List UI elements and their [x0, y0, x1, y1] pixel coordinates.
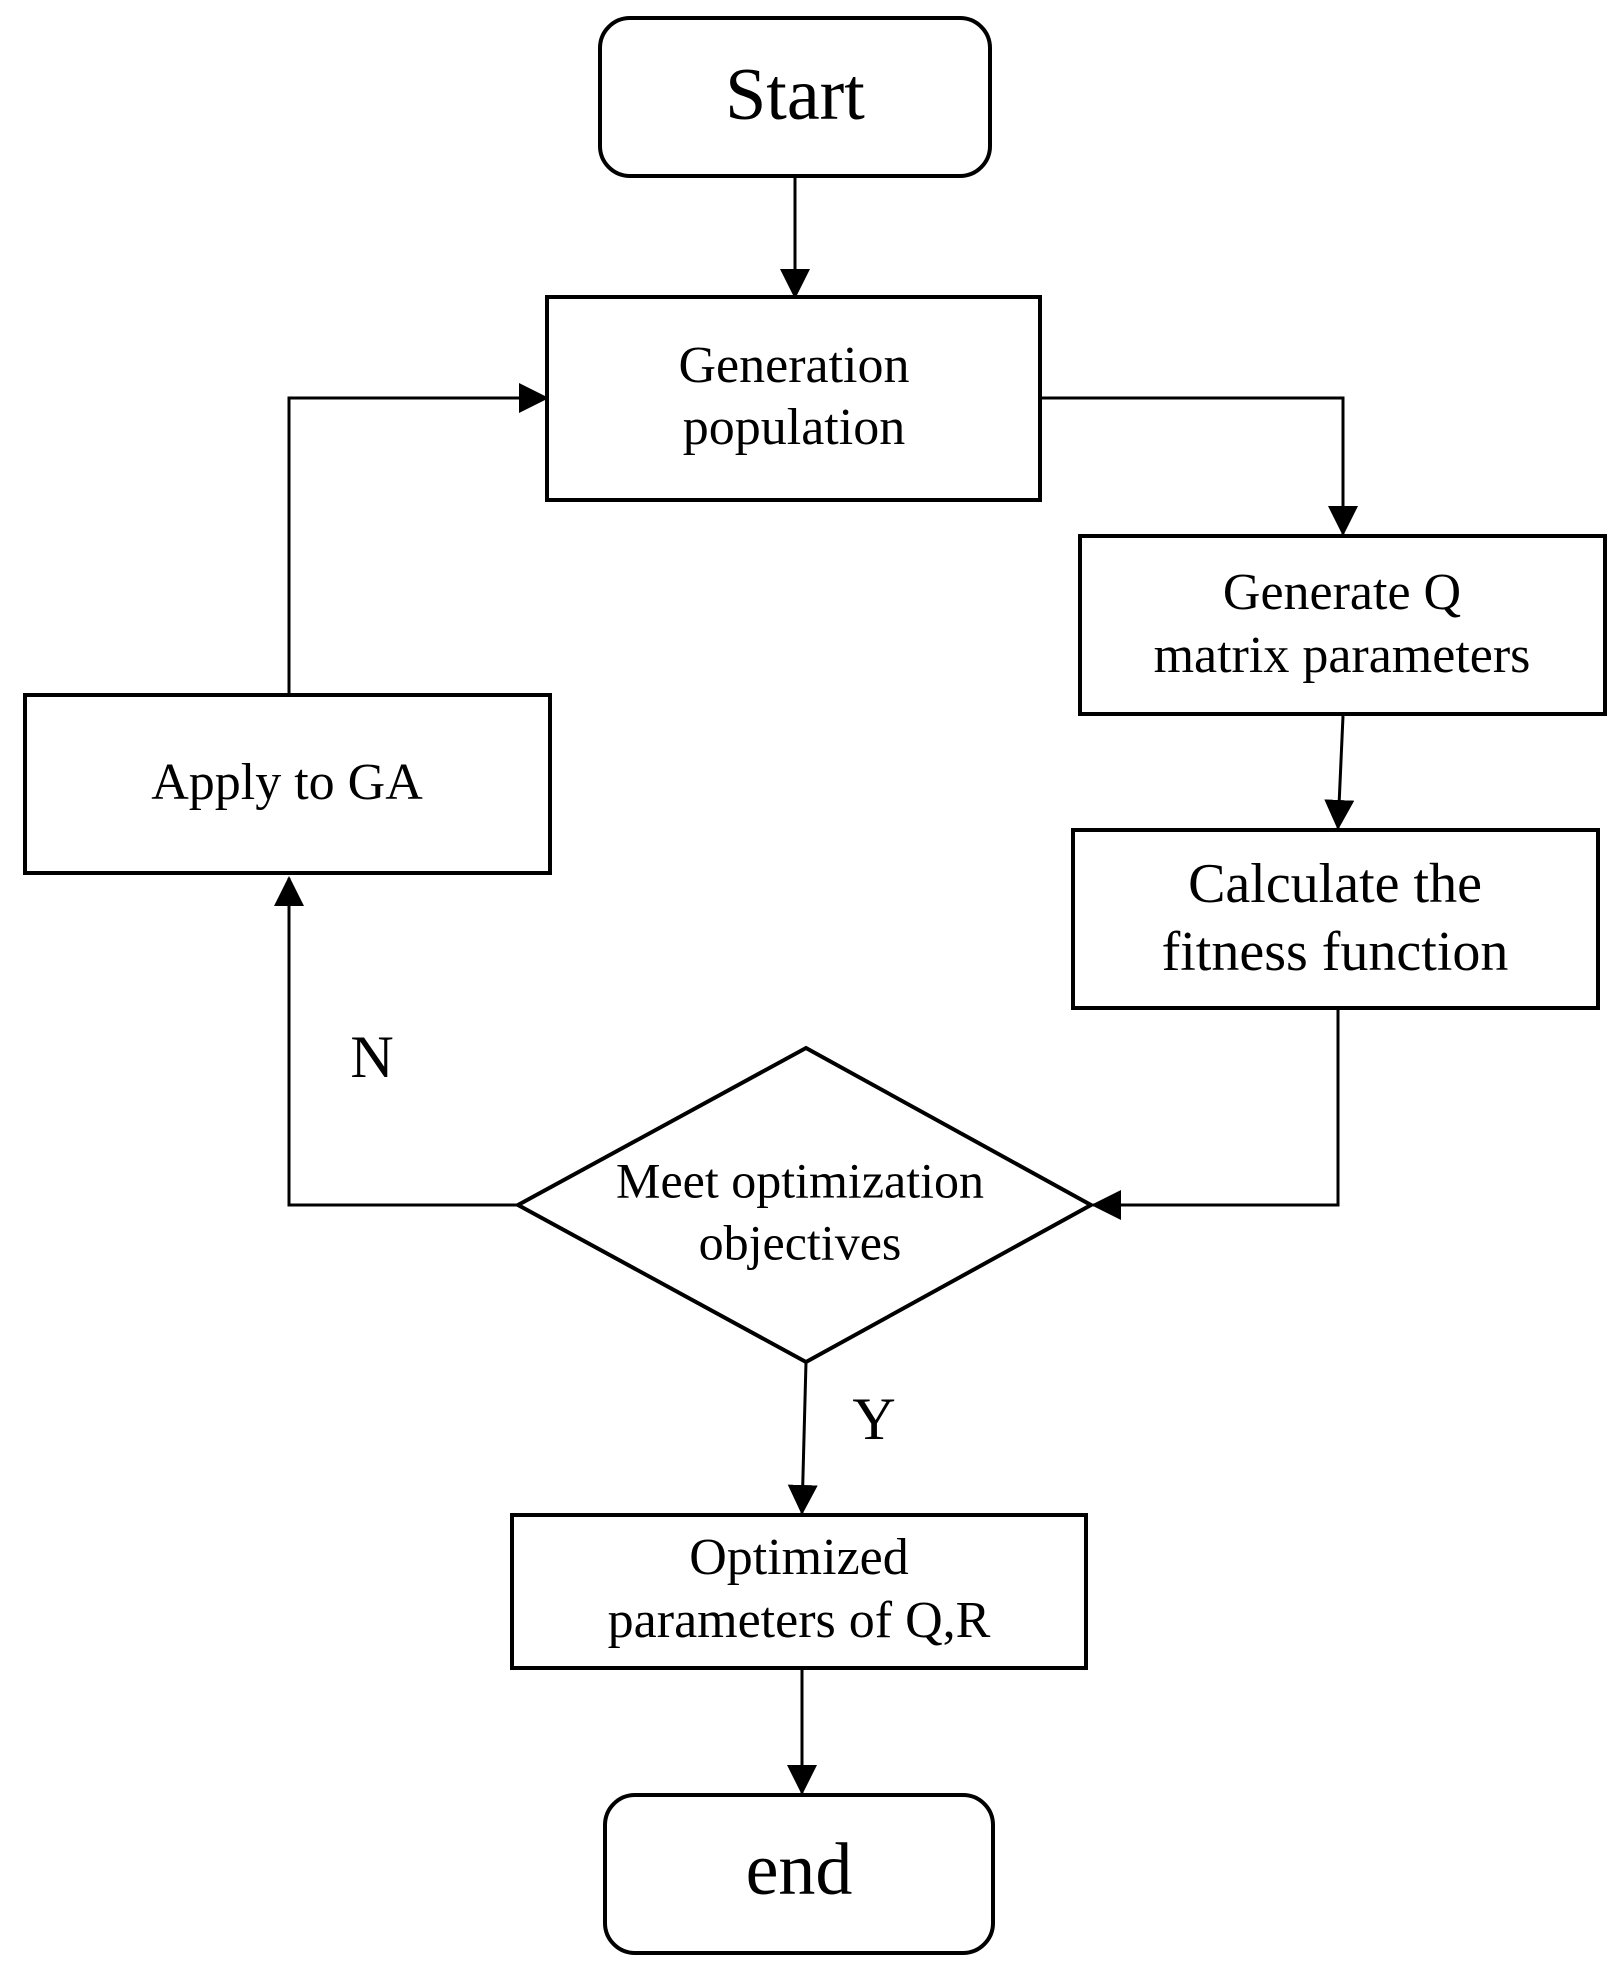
- start-node: Start: [598, 16, 992, 178]
- decision-line1: Meet optimization: [616, 1152, 984, 1208]
- arrow-decision-to-apply-ga: [274, 876, 518, 1207]
- branch-label-yes: Y: [852, 1386, 895, 1452]
- generate-q-node: Generate Q matrix parameters: [1078, 534, 1607, 716]
- optimized-line1: Optimized: [689, 1529, 909, 1586]
- apply-ga-label: Apply to GA: [151, 754, 423, 811]
- optimized-line2: parameters of Q,R: [608, 1592, 991, 1649]
- branch-label-no: N: [350, 1024, 393, 1090]
- arrow-decision-to-optimized: [787, 1361, 818, 1515]
- arrow-apply-ga-to-generation: [287, 383, 549, 695]
- fitness-function-node: Calculate the fitness function: [1071, 828, 1600, 1010]
- generate-q-line1: Generate Q: [1223, 564, 1461, 621]
- decision-node: Meet optimization objectives: [513, 1045, 1096, 1365]
- optimized-parameters-node: Optimized parameters of Q,R: [510, 1513, 1088, 1670]
- arrow-fitness-to-decision: [1091, 1009, 1340, 1220]
- end-label: end: [746, 1829, 853, 1911]
- arrow-generation-to-generate-q: [1040, 396, 1358, 536]
- generation-population-line1: Generation: [678, 337, 909, 394]
- apply-ga-node: Apply to GA: [23, 693, 552, 875]
- generate-q-line2: matrix parameters: [1154, 627, 1531, 684]
- fitness-line1: Calculate the: [1188, 853, 1482, 915]
- generation-population-line2: population: [683, 399, 905, 456]
- decision-line2: objectives: [699, 1214, 902, 1270]
- arrow-generate-q-to-fitness: [1324, 715, 1355, 830]
- fitness-line2: fitness function: [1162, 921, 1509, 983]
- start-label: Start: [725, 54, 865, 136]
- generation-population-node: Generation population: [545, 295, 1042, 502]
- connectors: [274, 178, 1358, 1795]
- end-node: end: [603, 1793, 995, 1955]
